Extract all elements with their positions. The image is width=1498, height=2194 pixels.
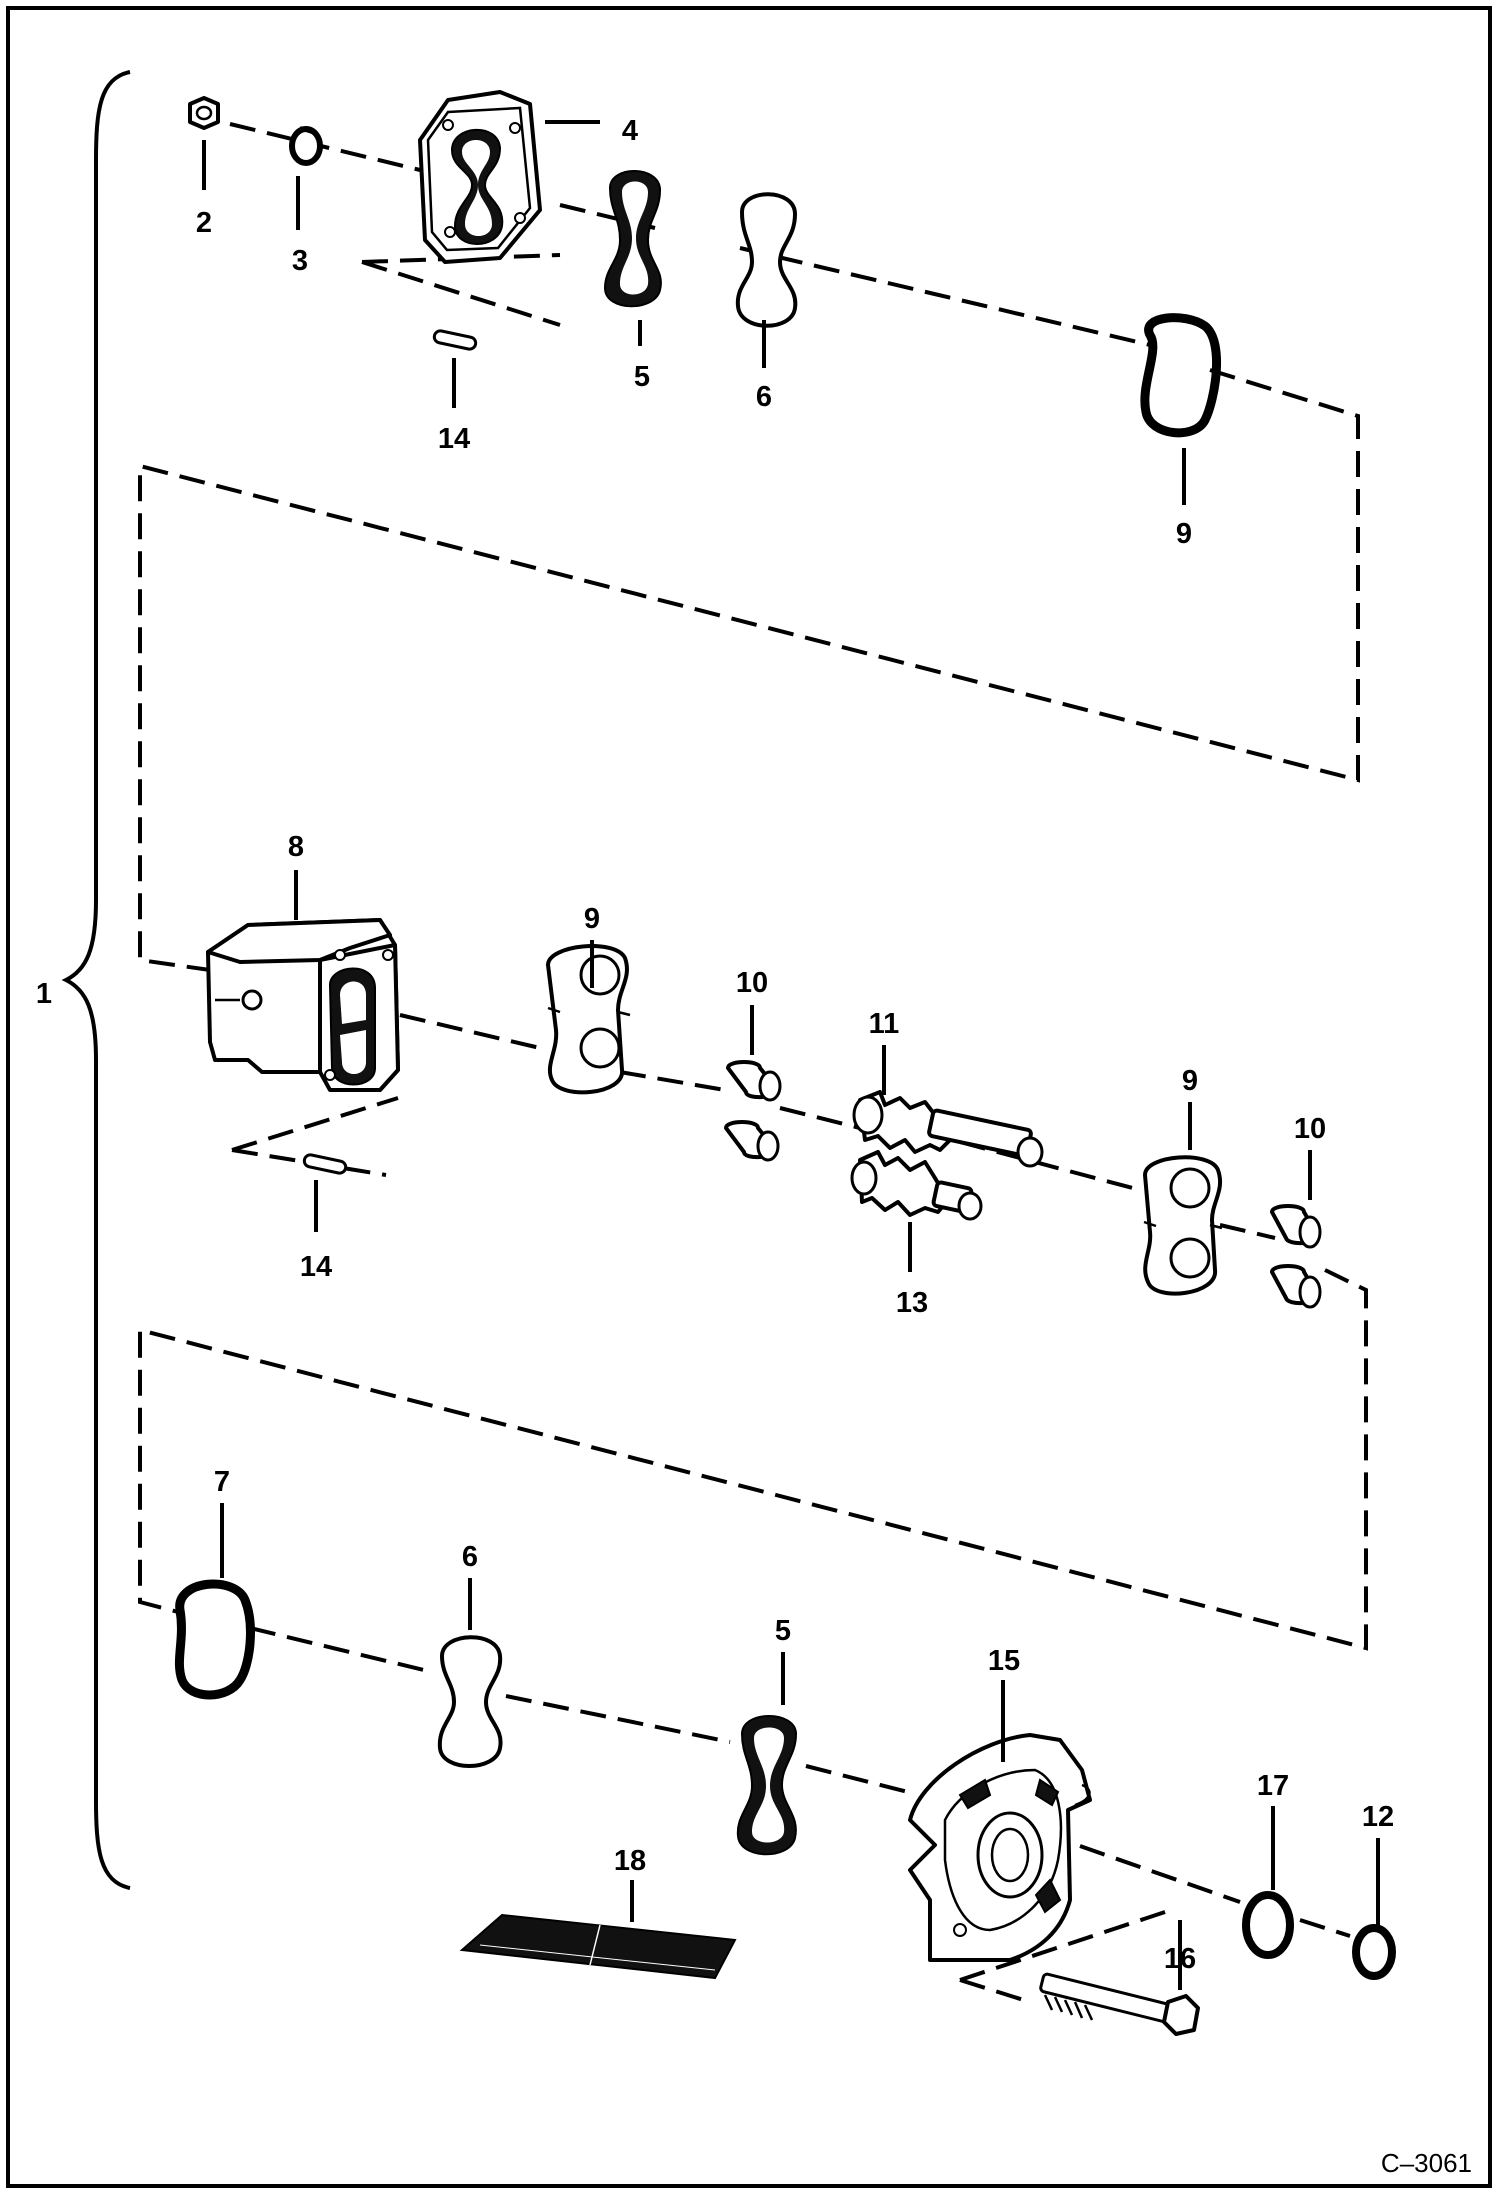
decal-part: [459, 1913, 737, 1980]
o-ring-part-top: [1140, 313, 1221, 438]
callout-14: 14: [438, 423, 470, 455]
callout-10: 10: [736, 967, 768, 999]
callout-15: 15: [988, 1645, 1020, 1677]
wear-plate-part-right: [1143, 1155, 1223, 1296]
callout-5: 5: [634, 361, 650, 393]
callout-6: 6: [462, 1541, 478, 1573]
callout-7: 7: [214, 1466, 230, 1498]
callout-12: 12: [1362, 1801, 1394, 1833]
callout-16: 16: [1164, 1943, 1196, 1975]
leader-lines: [202, 120, 1380, 1990]
callout-9: 9: [1182, 1065, 1198, 1097]
callout-14: 14: [300, 1251, 332, 1283]
seal-ring-part: [1242, 1891, 1294, 1959]
dowel-pin-part-top: [432, 329, 478, 351]
callout-10: 10: [1294, 1113, 1326, 1145]
bearings-part-left: [724, 1060, 782, 1162]
wear-plate-part-left: [546, 944, 631, 1095]
bolt-part: [1039, 1972, 1200, 2036]
callout-9: 9: [1176, 518, 1192, 550]
seal-part-bottom: [736, 1715, 798, 1856]
diagram-frame: [6, 6, 1492, 2188]
callout-13: 13: [896, 1287, 928, 1319]
gears-part: [850, 1090, 1044, 1221]
lock-washer-part: [289, 126, 323, 166]
dowel-pin-part-middle: [302, 1153, 348, 1175]
figure-code: C–3061: [1381, 2148, 1472, 2178]
washer-part: [1352, 1924, 1396, 1980]
callout-11: 11: [869, 1008, 900, 1040]
callout-8: 8: [288, 831, 304, 863]
gasket-part-top: [735, 192, 798, 328]
callout-2: 2: [196, 207, 212, 239]
assembly-brace: [61, 70, 131, 1890]
gasket-part-bottom: [437, 1635, 503, 1768]
end-cover-part: [908, 1733, 1092, 1962]
nut-part: [188, 96, 220, 130]
bearings-part-right: [1270, 1204, 1322, 1309]
callout-17: 17: [1257, 1770, 1289, 1802]
callout-9: 9: [584, 903, 600, 935]
cover-plate-part: [418, 90, 542, 264]
seal-part-top: [603, 170, 662, 308]
callout-18: 18: [614, 1845, 646, 1877]
o-ring-part-bottom: [174, 1579, 255, 1700]
callout-3: 3: [292, 245, 308, 277]
callout-4: 4: [622, 115, 638, 147]
callout-6: 6: [756, 381, 772, 413]
callout-5: 5: [775, 1615, 791, 1647]
assembly-center-lines: [138, 122, 1368, 2004]
pump-body-part: [206, 918, 400, 1092]
callout-1: 1: [36, 978, 52, 1010]
callout-labels: 1 2 3 4 5 6 9 14 8 9 10 11 9 10 13 14 7 …: [36, 115, 1394, 1975]
